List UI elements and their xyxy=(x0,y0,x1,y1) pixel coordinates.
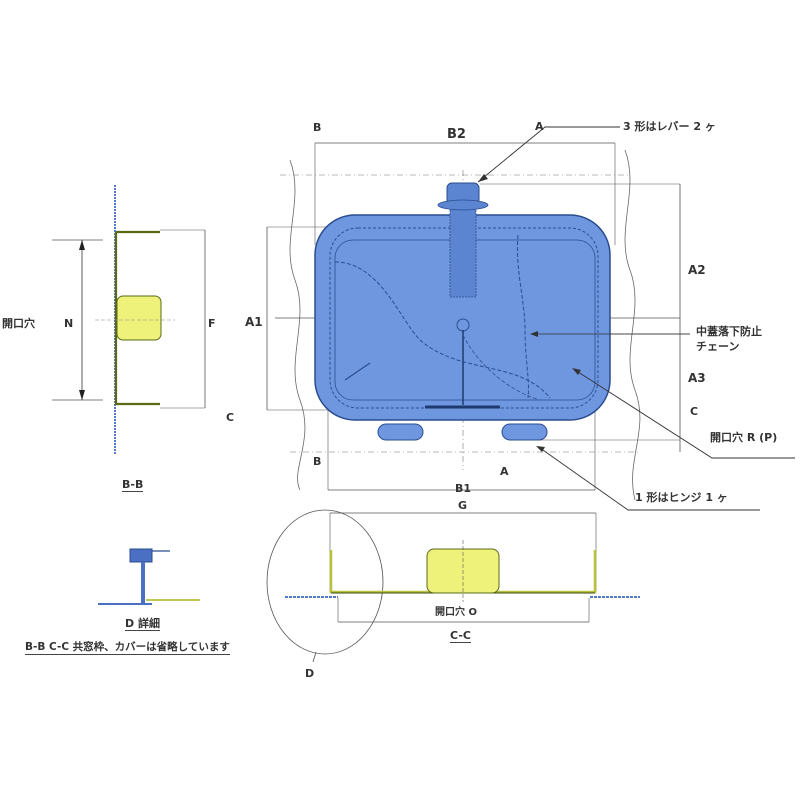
detail-d-marker: D xyxy=(305,667,315,680)
hinge-right xyxy=(501,423,548,441)
dim-a3: A3 xyxy=(688,371,706,385)
break-line-left xyxy=(289,159,306,491)
cc-opening-label: 開口穴 O xyxy=(435,607,477,618)
dim-c-main: C xyxy=(690,405,699,418)
section-b-marker-top: B xyxy=(313,121,322,134)
dim-n: N xyxy=(64,317,74,330)
section-a-marker-top: A xyxy=(535,120,544,133)
callout-opening-radius: 開口穴 R (P) xyxy=(710,431,778,444)
callout-lever: 3 形はレバー 2 ヶ xyxy=(623,120,716,133)
detail-d-circle xyxy=(266,509,384,655)
callout-chain-line2: チェーン xyxy=(696,340,740,353)
callout-hinge: 1 形はヒンジ 1 ヶ xyxy=(635,491,728,504)
dim-a2: A2 xyxy=(688,263,706,277)
section-a-marker-bottom: A xyxy=(500,465,509,478)
dim-f: F xyxy=(208,317,216,330)
break-line-right xyxy=(624,149,641,501)
section-bb-title: B-B xyxy=(122,478,144,492)
dim-c-bb: C xyxy=(226,411,235,424)
section-b-marker-bottom: B xyxy=(313,455,322,468)
hinge-left xyxy=(377,423,424,441)
section-cc-title: C-C xyxy=(450,629,471,643)
dim-b1: B1 xyxy=(455,482,472,495)
bb-opening-label: 開口穴 xyxy=(2,317,35,330)
dim-g: G xyxy=(458,499,468,512)
dim-a1: A1 xyxy=(245,315,263,329)
detail-note: B-B C-C 共窓枠、カバーは省略しています xyxy=(25,641,230,655)
dim-b2: B2 xyxy=(447,127,466,142)
callout-chain-line1: 中蓋落下防止 xyxy=(696,325,762,338)
detail-d-title: D 詳細 xyxy=(125,617,160,631)
